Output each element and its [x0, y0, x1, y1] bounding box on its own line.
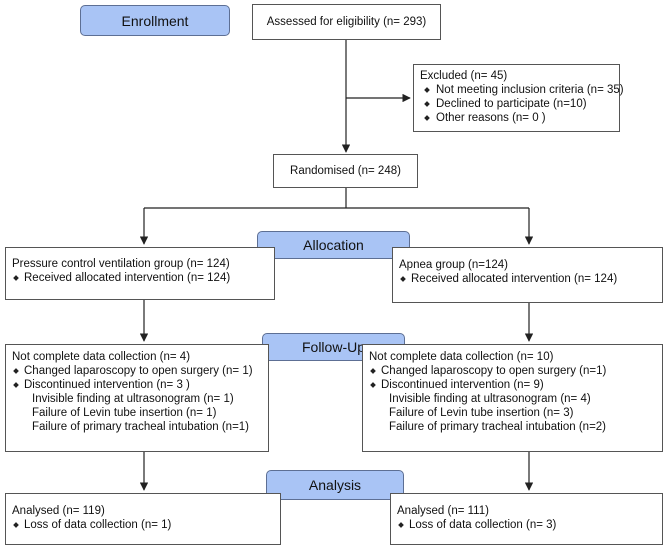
apnea-followup-subitem: Failure of Levin tube insertion (n= 3) [389, 407, 574, 419]
pcv-followup-subitem: Invisible finding at ultrasonogram (n= 1… [32, 393, 234, 405]
apnea-analysis-item: Loss of data collection (n= 3) [397, 518, 656, 532]
assessed-box: Assessed for eligibility (n= 293) [252, 4, 441, 40]
apnea-allocation-box: Apnea group (n=124) Received allocated i… [392, 247, 663, 303]
pcv-followup-title: Not complete data collection (n= 4) [12, 351, 191, 363]
excluded-title: Excluded (n= 45) [420, 70, 508, 82]
apnea-followup-subitem: Invisible finding at ultrasonogram (n= 4… [389, 393, 591, 405]
pcv-followup-box: Not complete data collection (n= 4) Chan… [5, 344, 269, 452]
excluded-item: Not meeting inclusion criteria (n= 35) [420, 83, 624, 97]
apnea-followup-title: Not complete data collection (n= 10) [369, 351, 554, 363]
stage-analysis: Analysis [266, 470, 404, 500]
stage-allocation: Allocation [257, 231, 410, 259]
apnea-analysis-title: Analysed (n= 111) [397, 505, 489, 517]
apnea-followup-subitem: Failure of primary tracheal intubation (… [389, 421, 607, 433]
assessed-text: Assessed for eligibility (n= 293) [266, 16, 427, 28]
excluded-item: Other reasons (n= 0 ) [420, 111, 613, 125]
pcv-followup-item: Discontinued intervention (n= 3 ) [12, 378, 262, 392]
apnea-followup-item: Changed laparoscopy to open surgery (n=1… [369, 364, 656, 378]
apnea-followup-item: Discontinued intervention (n= 9) [369, 378, 656, 392]
randomised-box: Randomised (n= 248) [273, 154, 418, 188]
apnea-analysis-box: Analysed (n= 111) Loss of data collectio… [390, 493, 663, 545]
pcv-followup-subitem: Failure of primary tracheal intubation (… [32, 421, 250, 433]
pcv-allocation-box: Pressure control ventilation group (n= 1… [5, 247, 275, 300]
excluded-box: Excluded (n= 45) Not meeting inclusion c… [413, 64, 624, 132]
pcv-analysis-item: Loss of data collection (n= 1) [12, 518, 274, 532]
randomised-text: Randomised (n= 248) [290, 165, 401, 177]
apnea-followup-box: Not complete data collection (n= 10) Cha… [362, 344, 663, 452]
pcv-allocation-title: Pressure control ventilation group (n= 1… [12, 258, 230, 270]
pcv-followup-item: Changed laparoscopy to open surgery (n= … [12, 364, 262, 378]
stage-enrollment: Enrollment [80, 5, 230, 36]
pcv-analysis-title: Analysed (n= 119) [12, 505, 105, 517]
pcv-allocation-item: Received allocated intervention (n= 124) [12, 271, 268, 285]
apnea-allocation-title: Apnea group (n=124) [399, 259, 509, 271]
pcv-analysis-box: Analysed (n= 119) Loss of data collectio… [5, 493, 281, 545]
pcv-followup-subitem: Failure of Levin tube insertion (n= 1) [32, 407, 217, 419]
excluded-item: Declined to participate (n=10) [420, 97, 613, 111]
apnea-allocation-item: Received allocated intervention (n= 124) [399, 272, 656, 286]
